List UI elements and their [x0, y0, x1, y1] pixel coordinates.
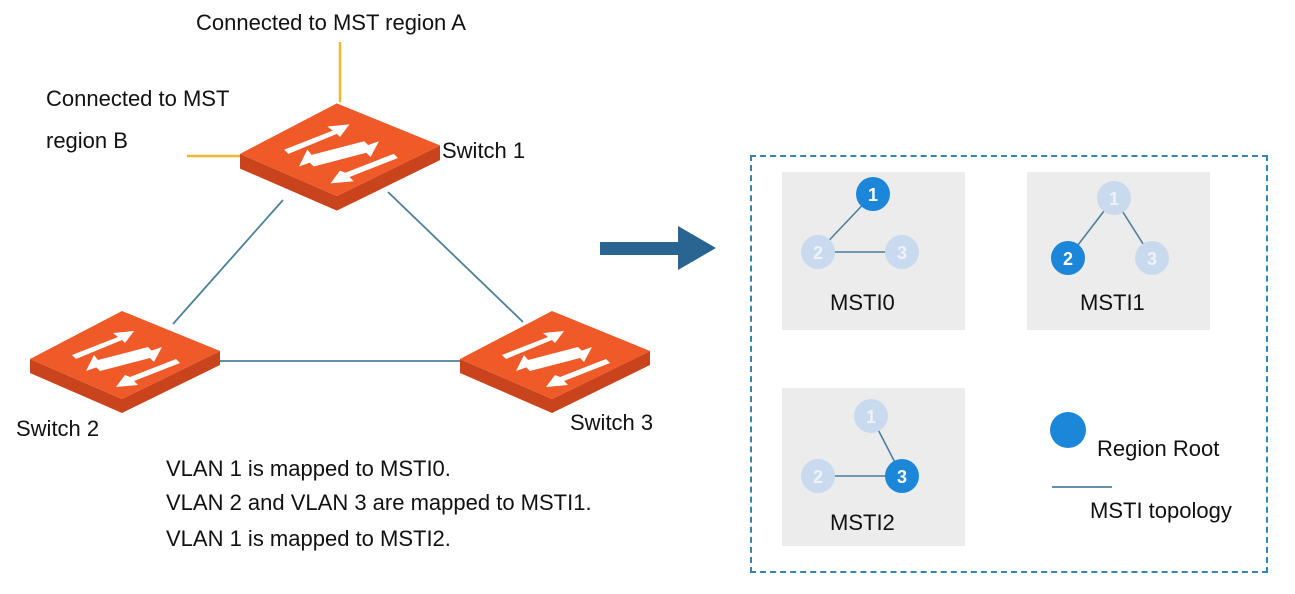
msti2-label: MSTI2 [830, 510, 895, 535]
msti1-node-3 [1135, 241, 1169, 275]
region-b-label-line1: Connected to MST [46, 86, 230, 111]
msti2-node-2 [801, 459, 835, 493]
switch-3-icon [460, 311, 650, 413]
legend-topology-line-icon [1052, 486, 1112, 488]
msti0-node-1-label: 1 [868, 185, 878, 205]
legend-root-icon [1050, 412, 1086, 448]
switch-2-icon [30, 311, 220, 413]
msti2-topology: 1 2 3 [801, 399, 919, 493]
region-b-label-line2: region B [46, 128, 128, 153]
msti1-node-3-label: 3 [1147, 249, 1157, 269]
msti0-node-2-label: 2 [813, 243, 823, 263]
switch-3-label: Switch 3 [570, 410, 654, 435]
msti0-label: MSTI0 [830, 290, 895, 315]
msti0-node-3 [885, 235, 919, 269]
mapping-note-3: VLAN 1 is mapped to MSTI2. [166, 526, 451, 551]
link-switch1-switch2 [172, 199, 284, 325]
msti2-node-3-label: 3 [897, 467, 907, 487]
msti2-node-1-label: 1 [866, 407, 876, 427]
switch-1-label: Switch 1 [442, 138, 526, 163]
msti1-topology: 1 2 3 [1051, 181, 1169, 275]
mapping-note-1: VLAN 1 is mapped to MSTI0. [166, 456, 451, 481]
msti-panel-2: 1 2 3 MSTI2 [782, 388, 965, 546]
legend-root-label: Region Root [1097, 436, 1220, 461]
msti0-node-2 [801, 235, 835, 269]
msti1-label: MSTI1 [1080, 290, 1145, 315]
msti0-node-3-label: 3 [897, 243, 907, 263]
mapping-note-2: VLAN 2 and VLAN 3 are mapped to MSTI1. [166, 490, 592, 515]
switch-2-label: Switch 2 [16, 416, 100, 441]
msti-panel-1: 1 2 3 MSTI1 [1027, 172, 1210, 330]
msti-panel-0: 1 2 3 MSTI0 [782, 172, 965, 330]
msti1-node-2-label: 2 [1063, 249, 1073, 269]
legend-topology-label: MSTI topology [1090, 498, 1232, 523]
switch-1-icon [240, 103, 440, 211]
msti2-node-1 [854, 399, 888, 433]
msti0-topology: 1 2 3 [801, 177, 919, 269]
msti1-node-1-label: 1 [1109, 189, 1119, 209]
link-switch1-switch3 [387, 191, 524, 323]
msti1-node-2-root [1051, 241, 1085, 275]
msti2-node-2-label: 2 [813, 467, 823, 487]
msti2-node-3-root [885, 459, 919, 493]
msti-region-box [750, 155, 1268, 573]
msti1-node-1 [1097, 181, 1131, 215]
arrow-icon [600, 226, 716, 270]
region-a-label: Connected to MST region A [196, 10, 466, 35]
msti0-node-1-root [856, 177, 890, 211]
